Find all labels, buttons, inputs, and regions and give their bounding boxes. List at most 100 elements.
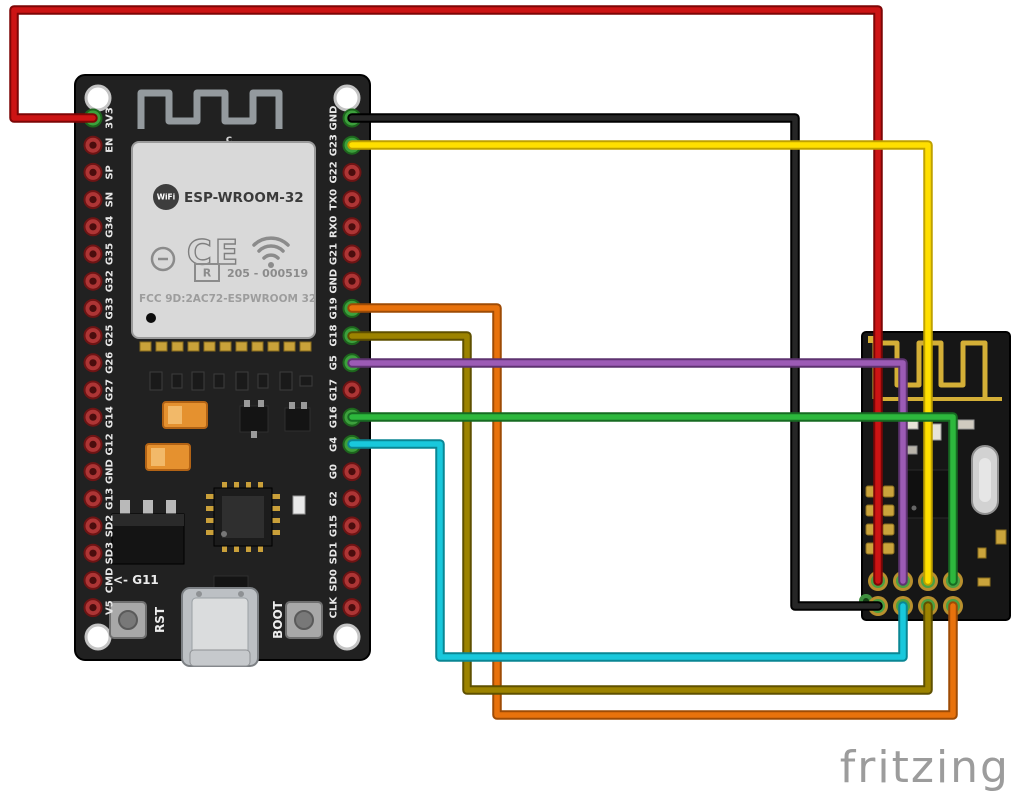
mounting-hole: [84, 84, 112, 112]
esp32-right-pin-header: GNDG23G22TX0RX0G21GNDG19G18G5G17G16G4G0G…: [329, 106, 362, 619]
wire-g16-green[interactable]: [349, 414, 956, 584]
esp32-pin-label-GND: GND: [105, 459, 116, 484]
pin-hole: [89, 386, 97, 394]
pin-hole: [348, 468, 356, 476]
pin-hole: [89, 141, 97, 149]
boot-button[interactable]: [285, 601, 323, 639]
solder-pad: [171, 341, 184, 352]
esp32-pin-label-G5: G5: [329, 355, 340, 370]
esp32-pin-label-SN: SN: [105, 192, 116, 208]
pin-hole: [89, 440, 97, 448]
pin-hole: [89, 277, 97, 285]
pin-hole: [89, 495, 97, 503]
pin-hole: [89, 604, 97, 612]
esp32-board: c WiFi ESP-WROOM-32 CE R 205 - 000519 FC…: [74, 74, 371, 667]
pin-hole: [348, 576, 356, 585]
pin1-dot: [146, 313, 156, 323]
esp32-antenna-trace: [137, 89, 283, 129]
esp32-pin-label-G16: G16: [329, 406, 340, 428]
transistor: [284, 402, 311, 432]
r-label: R: [203, 267, 212, 280]
esp32-pin-label-G18: G18: [329, 324, 340, 346]
esp32-pin-label-G22: G22: [329, 161, 340, 183]
module-name: ESP-WROOM-32: [184, 190, 304, 206]
pin-hole: [89, 413, 97, 421]
solder-pad: [251, 341, 264, 352]
pin-hole: [348, 168, 356, 176]
pin-hole: [89, 223, 97, 231]
esp32-pin-label-G12: G12: [105, 433, 116, 455]
esp32-pin-label-G2: G2: [329, 491, 340, 506]
pin-hole: [348, 549, 356, 557]
esp32-pin-label-EN: EN: [105, 138, 116, 153]
pin-hole: [348, 522, 356, 530]
esp32-pin-label-G23: G23: [329, 134, 340, 156]
esp32-pin-label-G33: G33: [105, 297, 116, 319]
boot-label: BOOT: [271, 600, 285, 639]
voltage-regulator: [111, 500, 185, 565]
wire-g18-olive[interactable]: [349, 333, 931, 693]
esp32-pin-label-3V3: 3V3: [105, 107, 116, 129]
esp32-pin-label-G21: G21: [329, 243, 340, 265]
wifi-logo-icon: [153, 184, 179, 210]
pin-hole: [348, 604, 356, 612]
pin-hole: [348, 495, 356, 503]
esp32-left-pin-header: 3V3ENSPSNG34G35G32G33G25G26G27G14G12GNDG…: [83, 107, 116, 618]
esp32-pin-label-G32: G32: [105, 270, 116, 292]
esp32-pin-label-CMD: CMD: [105, 568, 116, 594]
wire-g5-purple[interactable]: [349, 360, 906, 584]
solder-pad: [203, 341, 216, 352]
led: [292, 495, 306, 515]
solder-pad: [283, 341, 296, 352]
smd-components-row: [149, 371, 313, 391]
pin-hole: [89, 332, 97, 340]
esp32-pin-label-GND: GND: [329, 269, 340, 294]
esp32-pin-label-G4: G4: [329, 437, 340, 452]
micro-usb-connector: [181, 587, 259, 667]
esp32-pin-label-G17: G17: [329, 379, 340, 401]
esp32-pin-label-V5: V5: [105, 600, 116, 615]
wire-3v3-red[interactable]: [11, 7, 881, 584]
wire-g19-orange[interactable]: [349, 305, 956, 718]
esp32-pin-label-RX0: RX0: [329, 216, 340, 238]
wire-g23-yellow[interactable]: [349, 142, 931, 584]
pin-hole: [89, 576, 97, 585]
solder-pad: [267, 341, 280, 352]
pin-hole: [89, 522, 97, 530]
pin-hole: [348, 196, 356, 204]
g11-silkscreen: <- G11: [113, 573, 159, 587]
esp32-pin-label-SP: SP: [105, 165, 116, 180]
solder-pad: [299, 341, 312, 352]
esp32-pin-label-G35: G35: [105, 243, 116, 265]
esp32-pin-label-TX0: TX0: [329, 189, 340, 211]
mounting-hole: [84, 623, 112, 651]
pin-hole: [89, 549, 97, 557]
esp32-pin-label-CLK: CLK: [329, 596, 340, 619]
wire-g4-cyan[interactable]: [349, 441, 906, 660]
mounting-hole: [333, 623, 361, 651]
esp32-shield-can: [131, 141, 316, 339]
shield-solder-pads: [139, 341, 312, 352]
transistor: [239, 400, 269, 438]
pin-hole: [89, 304, 97, 312]
capacitor: [145, 443, 191, 471]
pin-hole: [89, 196, 97, 204]
solder-pad: [139, 341, 152, 352]
crystal-oscillator: [971, 445, 999, 515]
pin-hole: [348, 223, 356, 231]
rst-button[interactable]: [109, 601, 147, 639]
solder-pad: [155, 341, 168, 352]
esp32-pin-label-G19: G19: [329, 297, 340, 319]
esp32-pin-label-SD1: SD1: [329, 542, 340, 565]
esp32-pin-label-G15: G15: [329, 515, 340, 537]
esp32-pin-label-G25: G25: [105, 324, 116, 346]
esp32-pin-label-SD2: SD2: [105, 515, 116, 538]
esp32-pin-label-G14: G14: [105, 406, 116, 428]
esp32-pin-label-G27: G27: [105, 379, 116, 401]
esp32-pin-label-G13: G13: [105, 488, 116, 510]
esp32-pin-label-G34: G34: [105, 216, 116, 238]
fcc-id: FCC 9D:2AC72-ESPWROOM 32: [139, 293, 316, 305]
rst-label: RST: [153, 606, 167, 633]
pin-hole: [348, 386, 356, 394]
certification-icon: [150, 246, 176, 272]
